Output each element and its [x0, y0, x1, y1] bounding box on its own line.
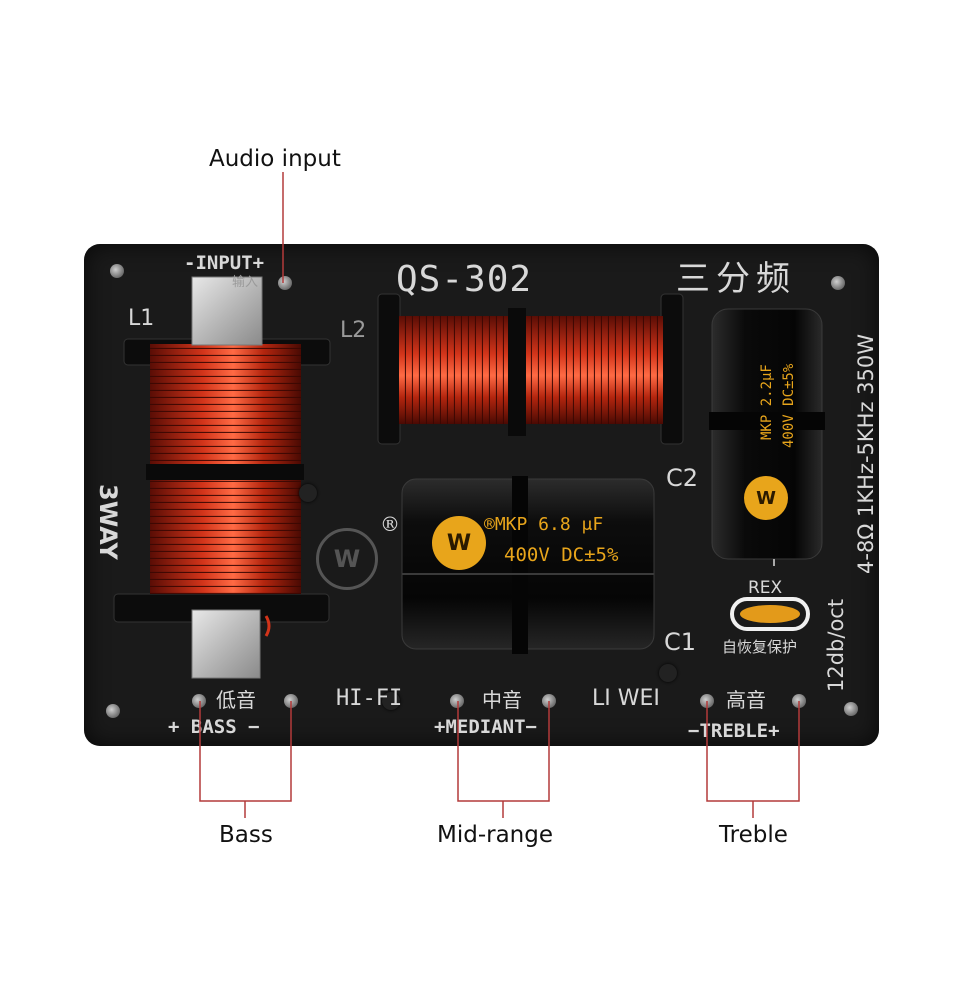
input-label: -INPUT+: [184, 252, 265, 274]
rex-chinese-label: 自恢复保护: [722, 638, 798, 656]
input-chinese-label: 输入: [232, 275, 259, 290]
c1-print-line1: ®MKP 6.8 μF: [484, 514, 604, 535]
board-bump: [659, 664, 677, 682]
bass-terminal: [191, 609, 261, 679]
l2-strap: [508, 308, 526, 436]
c2-brand-logo: W: [744, 476, 788, 520]
l2-left-bobbin: [377, 293, 401, 445]
bass-minus-pad: [284, 694, 298, 708]
treble-minus-pad: [700, 694, 714, 708]
c2-print-line2: 400V DC±5%: [781, 363, 797, 448]
audio-input-callout: Audio input: [209, 146, 341, 172]
rex-fuse: [740, 605, 800, 623]
model-number: QS-302: [396, 259, 533, 300]
treble-chinese-label: 高音: [726, 688, 766, 712]
rex-label: REX: [748, 578, 783, 598]
bass-plus-pad: [192, 694, 206, 708]
mid-minus-pad: [542, 694, 556, 708]
c2-print-line1: MKP 2.2μF: [759, 364, 775, 440]
l2-right-bobbin: [660, 293, 684, 445]
spec-label: 4-8Ω 1KHz-5KHz 350W: [854, 333, 878, 574]
input-pad: [278, 276, 292, 290]
brand-logo-silkscreen: W: [316, 528, 378, 590]
registered-mark: ®: [380, 512, 400, 536]
l2-label: L2: [340, 318, 367, 343]
mid-output-label: +MEDIANT−: [434, 716, 537, 738]
c1-strap: [512, 476, 528, 654]
bass-callout: Bass: [219, 822, 273, 848]
c2-label: C2: [666, 464, 699, 492]
board-bump: [382, 692, 400, 710]
mounting-hole: [106, 704, 120, 718]
l1-strap: [146, 464, 304, 480]
mid-chinese-label: 中音: [482, 688, 522, 712]
treble-callout: Treble: [719, 822, 788, 848]
rex-fuse-outline: [730, 597, 810, 631]
c1-brand-logo: W: [432, 516, 486, 570]
c2-capacitor-body: [711, 308, 823, 560]
three-way-label: 3WAY: [94, 484, 122, 560]
mounting-hole: [844, 702, 858, 716]
mid-plus-pad: [450, 694, 464, 708]
l1-label: L1: [128, 306, 155, 331]
bass-output-label: + BASS −: [168, 716, 260, 738]
slope-label: 12db/oct: [824, 598, 848, 692]
crossover-board: QS-302 三分频 -INPUT+ 输入 L1 L2 C2 C1 3WAY 4…: [84, 244, 879, 746]
treble-plus-pad: [792, 694, 806, 708]
c2-strap: [709, 412, 825, 430]
board-bump: [299, 484, 317, 502]
board-artwork: [113, 276, 825, 679]
c1-label: C1: [664, 628, 697, 656]
c1-print-line2: 400V DC±5%: [504, 544, 619, 566]
three-way-chinese-title: 三分频: [676, 259, 796, 299]
treble-output-label: −TREBLE+: [688, 720, 780, 742]
input-terminal: [191, 276, 263, 346]
mounting-hole: [110, 264, 124, 278]
bass-chinese-label: 低音: [216, 688, 256, 712]
hi-fi-label: HI-FI: [336, 686, 403, 711]
mid-range-callout: Mid-range: [437, 822, 554, 848]
mounting-hole: [831, 276, 845, 290]
li-wei-label: LI WEI: [592, 686, 660, 711]
